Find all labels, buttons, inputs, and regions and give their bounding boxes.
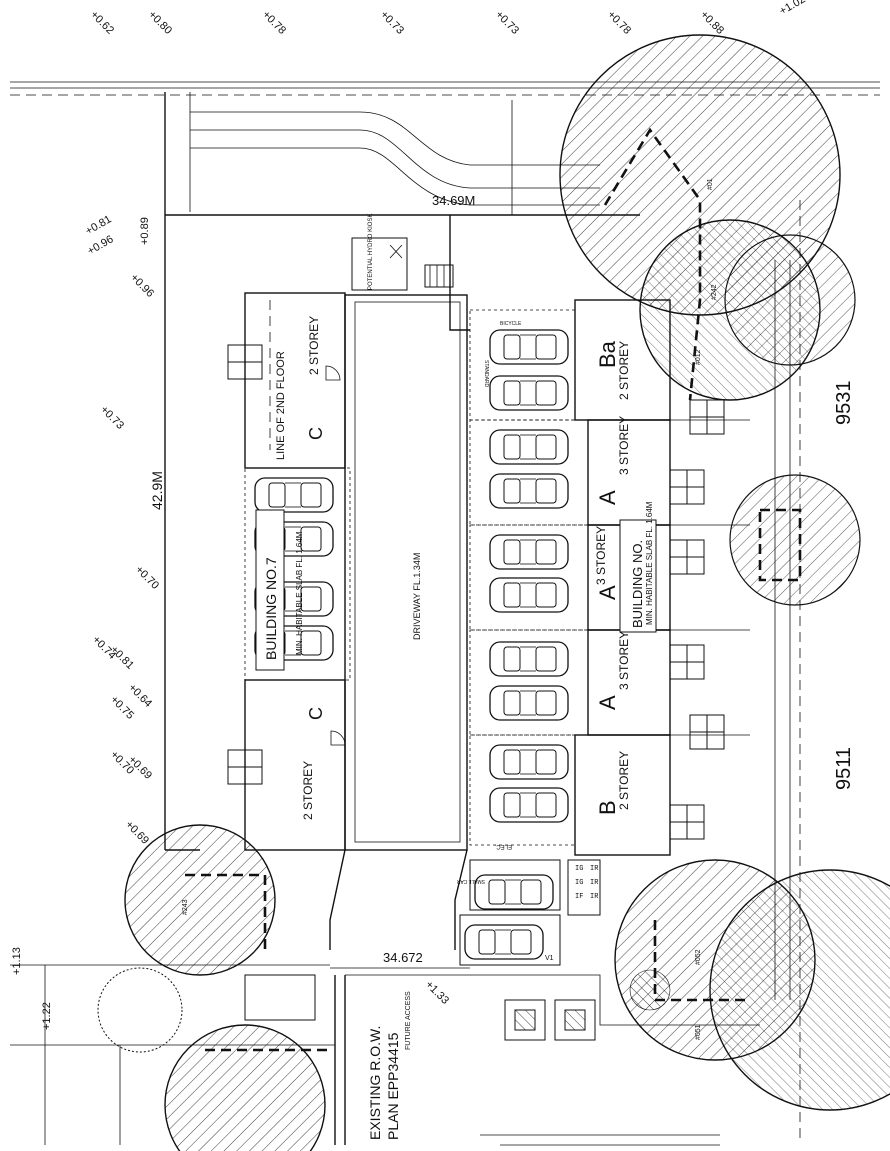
existing-row-label: EXISTING R.O.W. (367, 1026, 383, 1140)
elev-1: +0.80 (146, 9, 174, 37)
elev-7: +1.02 (778, 0, 808, 18)
top-walkway (164, 92, 640, 216)
right-parking: ELEC. (469, 309, 589, 849)
elev-4: +0.73 (493, 9, 521, 37)
future-access: FUTURE ACCESS (405, 991, 412, 1050)
v1-label: V1 (545, 955, 554, 962)
tree-tag-012: #012 (695, 349, 702, 365)
left-dimension: 42.9M (149, 471, 165, 510)
existing-footprint (185, 127, 802, 1052)
meter-ir-1: IR (590, 865, 599, 873)
elev-20: +0.69 (123, 819, 151, 847)
tree-tag-052: #052 (695, 949, 702, 965)
small-car-label: SMALL CAR (456, 878, 485, 884)
line-of-2nd-floor: LINE OF 2ND FLOOR (275, 351, 287, 460)
letter-ba: Ba (595, 340, 620, 368)
building-c: LINE OF 2ND FLOOR 2 STOREY C 2 STOREY C (227, 292, 346, 851)
meter-ir-2: IR (590, 879, 599, 887)
tree-tag-243: #243 (182, 899, 189, 915)
meter-ig-1: IG (575, 865, 583, 873)
letter-a-1: A (595, 490, 620, 505)
storey-a-2: 3 STOREY (594, 526, 608, 585)
bottom-parking: V1 (459, 859, 561, 966)
elev-23: +1.33 (423, 979, 451, 1007)
elev-16: +0.64 (126, 682, 154, 710)
driveway-label: DRIVEWAY FL.1.34M (412, 553, 422, 640)
storey-ba: 2 STOREY (617, 341, 631, 400)
elev-6: +0.88 (698, 9, 726, 37)
meter-ig-2: IG (575, 879, 583, 887)
elev-2: +0.78 (260, 9, 288, 37)
plan-number: PLAN EPP34415 (385, 1032, 401, 1140)
street-number-9511: 9511 (833, 747, 855, 790)
building-ba-a-b: Ba 2 STOREY A 3 STOREY A 3 STOREY A 3 ST… (574, 299, 750, 856)
meter-if: IF (575, 893, 583, 901)
hydro-kiosk-label: POTENTIAL HYDRO KIOSK (368, 214, 374, 290)
letter-c-top: C (306, 427, 326, 440)
elev-0: +0.62 (88, 9, 116, 37)
building-no-right: BUILDING NO. (630, 540, 645, 628)
elev-13: +0.70 (133, 564, 161, 592)
left-parking: BUILDING NO.7 MIN. HABITABLE SLAB FL. 1.… (244, 467, 351, 681)
tree-tag-242: #242 (711, 284, 718, 300)
driveway: DRIVEWAY FL.1.34M (329, 294, 468, 950)
standard-label: STANDARD (483, 360, 489, 388)
elev-12: +0.73 (98, 404, 126, 432)
bicycle-label: BICYCLE (500, 321, 522, 327)
tree-tag-01: #01 (707, 178, 714, 190)
storey-a-1: 3 STOREY (617, 416, 631, 475)
min-habitable-right: MIN. HABITABLE SLAB FL. 1.64M (645, 501, 654, 625)
hydro-kiosk: POTENTIAL HYDRO KIOSK (351, 214, 454, 291)
elev-3: +0.73 (378, 9, 406, 37)
storey-a-3: 3 STOREY (617, 631, 631, 690)
letter-b: B (595, 800, 620, 815)
meter-boxes: IR IR IR IG IG IF (567, 859, 601, 916)
trees: #242 #243 #051 #052 #012 #01 (97, 34, 890, 1151)
storey-b: 2 STOREY (617, 751, 631, 810)
elev-17: +0.75 (108, 694, 136, 722)
elev-5: +0.78 (605, 9, 633, 37)
letter-a-2: A (595, 585, 620, 600)
min-habitable-left: MIN. HABITABLE SLAB FL. 1.64M (295, 531, 304, 655)
elev-10: +0.89 (139, 217, 151, 245)
elev-22: +1.22 (41, 1002, 53, 1030)
storey-c-bottom: 2 STOREY (301, 761, 315, 820)
street-number-9531: 9531 (833, 381, 855, 426)
elev-11: +0.96 (128, 272, 156, 300)
storey-c-top: 2 STOREY (307, 316, 321, 375)
building-no-left: BUILDING NO.7 (263, 557, 279, 660)
bottom-row-area: FUTURE ACCESS EXISTING R.O.W. PLAN EPP34… (334, 974, 760, 1146)
letter-c-bottom: C (306, 707, 326, 720)
elev-21: +1.13 (11, 947, 23, 975)
letter-a-3: A (595, 695, 620, 710)
bottom-dimension: 34.672 (383, 950, 423, 965)
top-dimension: 34.69M (432, 193, 475, 208)
tree-tag-051: #051 (695, 1024, 702, 1040)
meter-ir-3: IR (590, 893, 599, 901)
elec-label: ELEC. (494, 843, 512, 849)
